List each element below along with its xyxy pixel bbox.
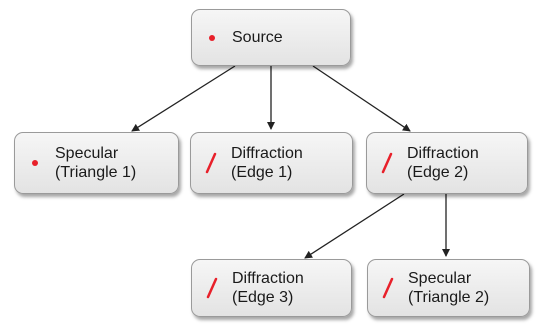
node-specular1-line1: Specular [55,145,119,162]
node-diffraction-edge-2[interactable]: Diffraction (Edge 2) [366,132,528,194]
edge-icon [367,152,407,174]
point-icon [15,160,55,166]
edge-icon [368,277,408,299]
node-specular2-line1: Specular [408,270,472,287]
node-specular-triangle-2[interactable]: Specular (Triangle 2) [367,259,530,317]
edge-icon [192,277,232,299]
edge-diffraction2-to-diffraction3 [304,193,405,259]
edge-source-to-diffraction2 [312,65,411,132]
node-specular-triangle-1[interactable]: Specular (Triangle 1) [14,132,179,194]
node-source-label: Source [232,29,283,46]
node-diff1-line1: Diffraction [231,145,303,162]
point-icon [192,34,232,41]
node-specular2-line2: (Triangle 2) [408,289,490,306]
node-diff1-line2: (Edge 1) [231,164,293,181]
node-specular1-line2: (Triangle 1) [55,164,137,181]
node-diff3-line1: Diffraction [232,270,304,287]
node-source[interactable]: Source [191,9,351,66]
edge-source-to-specular1 [131,65,236,132]
node-diffraction-edge-3[interactable]: Diffraction (Edge 3) [191,259,352,317]
node-diffraction-edge-1[interactable]: Diffraction (Edge 1) [190,132,353,194]
node-diff2-line1: Diffraction [407,145,479,162]
node-diff3-line2: (Edge 3) [232,289,294,306]
edge-icon [191,152,231,174]
node-diff2-line2: (Edge 2) [407,164,469,181]
